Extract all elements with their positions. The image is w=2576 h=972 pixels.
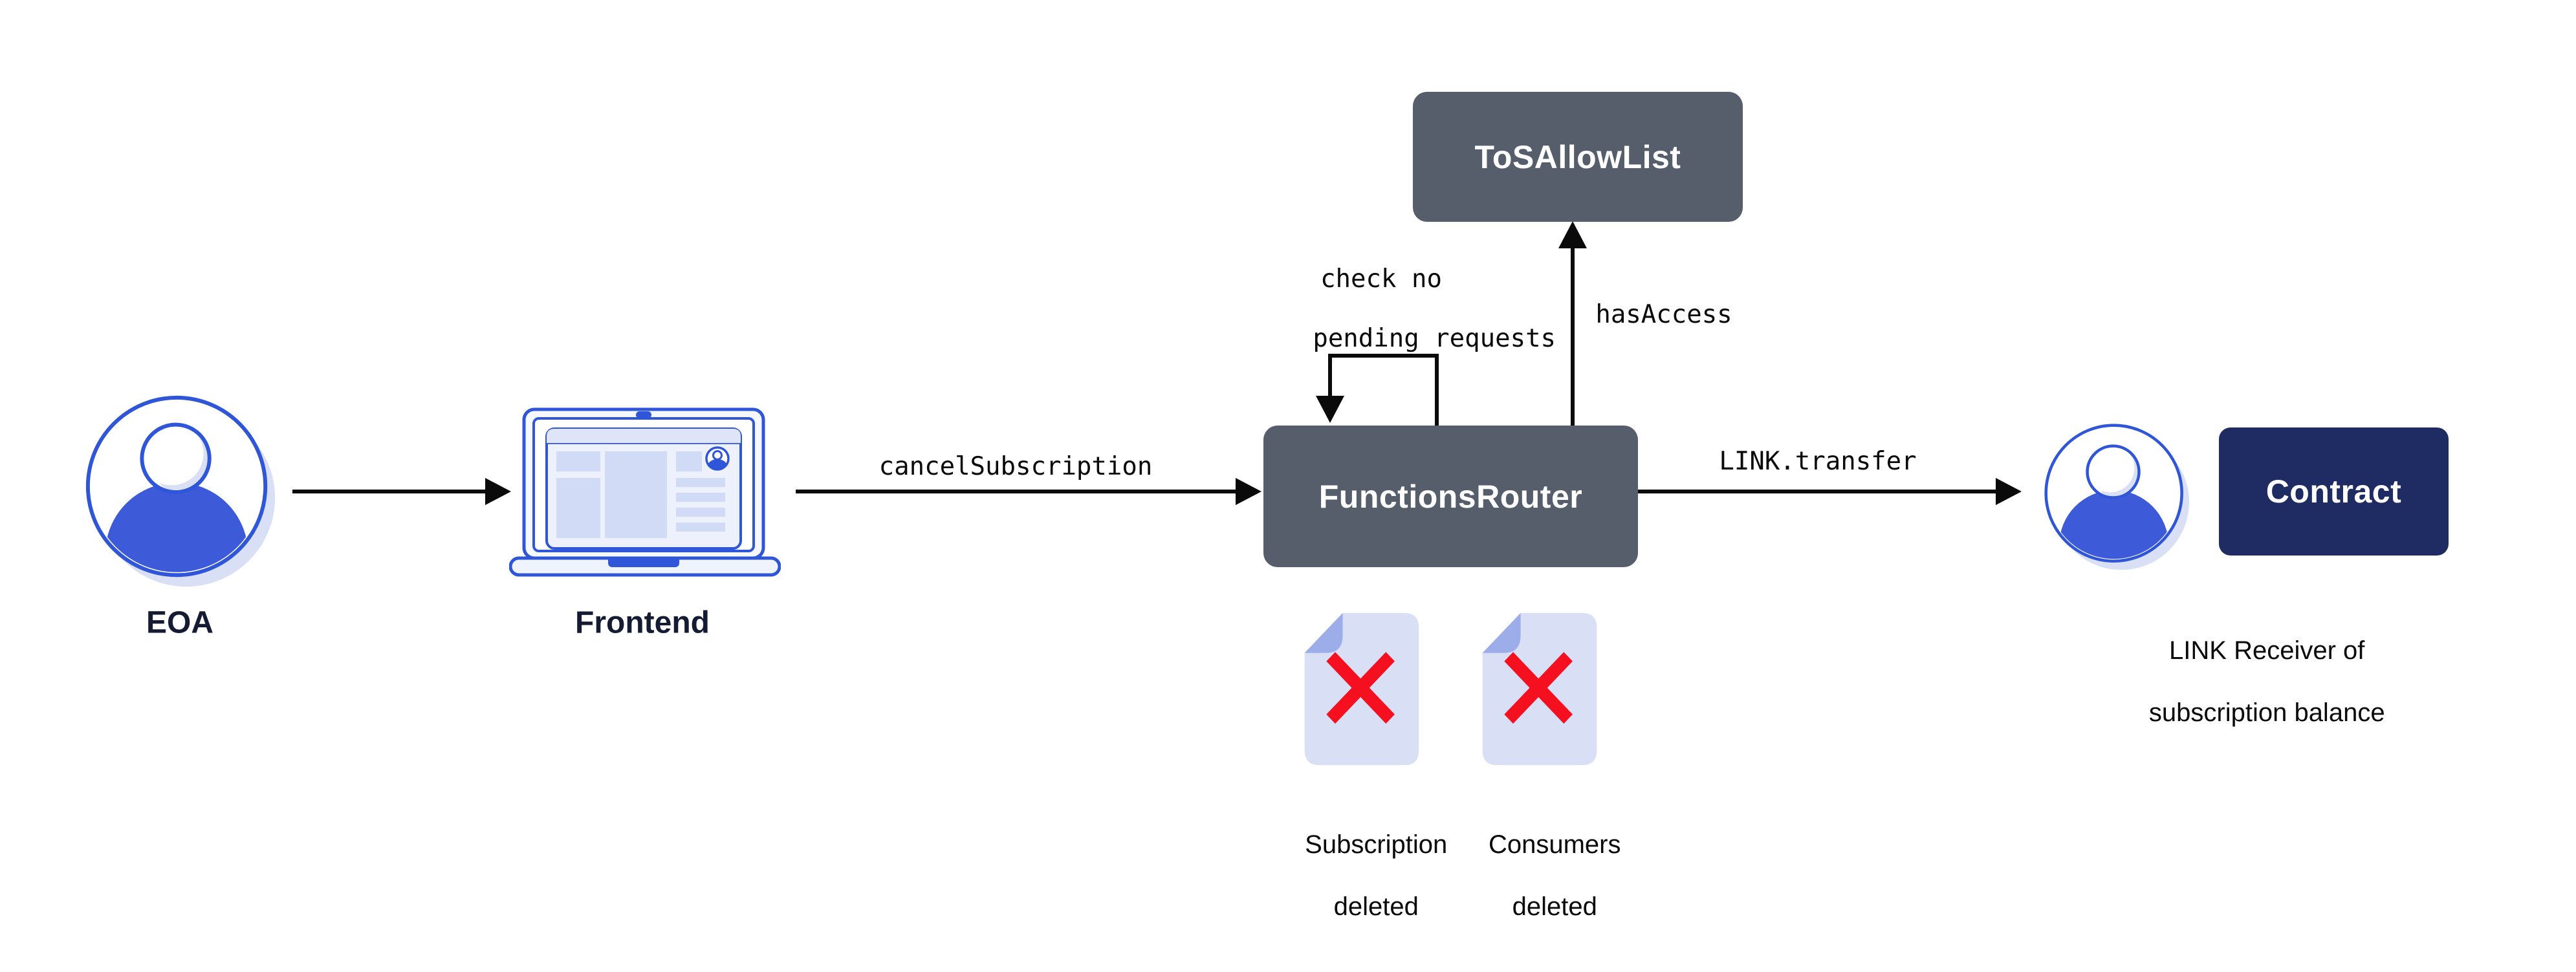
functions-router-box-title: FunctionsRouter [1318,478,1583,515]
caption-line: deleted [1333,892,1419,921]
consumers-deleted-label: Consumers deleted [1460,798,1621,953]
caption-line: deleted [1512,892,1597,921]
arrowhead [1316,396,1344,423]
edge-label-cancel-subscription: cancelSubscription [879,452,1153,481]
arrowhead [1996,478,2022,505]
contract-box: Contract [2219,427,2449,556]
caption-line: LINK Receiver of [2169,636,2365,665]
link-receiver-caption: LINK Receiver of subscription balance [2120,604,2385,759]
arrowhead [1236,478,1261,505]
frontend-node-label: Frontend [575,605,710,640]
edge-label-link-transfer: LINK.transfer [1719,447,1917,476]
link-receiver-user-avatar-icon [2037,416,2199,579]
edge-label-line: check no [1320,265,1442,294]
arrowhead [1558,221,1587,248]
caption-line: subscription balance [2148,698,2385,727]
caption-line: Subscription [1305,830,1448,859]
subscription-deleted-document-icon [1302,610,1421,768]
eoa-node-label: EOA [146,605,214,640]
contract-box-title: Contract [2265,473,2402,510]
tos-allow-list-box: ToSAllowList [1413,92,1743,222]
edge-label-check-no-pending-requests: check no pending requests [1206,265,1556,354]
frontend-laptop-icon [509,407,781,577]
subscription-deleted-label: Subscription deleted [1276,798,1448,953]
edge-label-line: pending requests [1313,324,1556,353]
tos-allow-list-box-title: ToSAllowList [1474,138,1681,175]
edge-label-has-access: hasAccess [1595,300,1732,329]
consumers-deleted-document-icon [1480,610,1599,768]
arrowhead [485,478,511,505]
browser-user-avatar-icon [705,446,730,471]
caption-line: Consumers [1488,830,1621,859]
functions-router-box: FunctionsRouter [1263,426,1638,567]
arrow-self-loop [1328,354,1439,426]
eoa-user-avatar-icon [76,386,289,598]
